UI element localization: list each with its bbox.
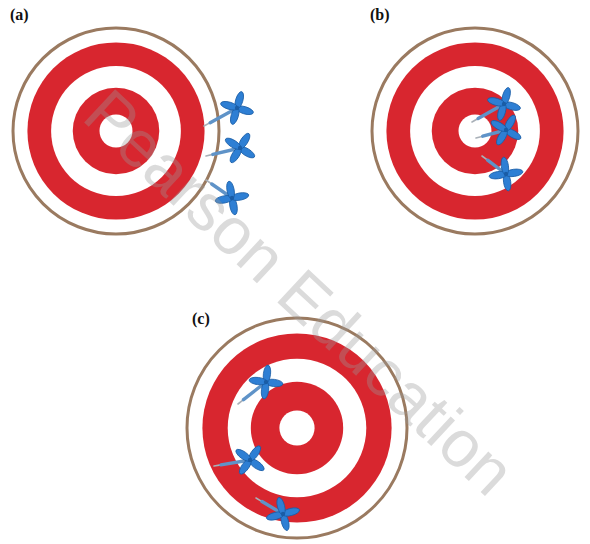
dart-hub bbox=[504, 172, 508, 176]
dart-flight bbox=[249, 376, 268, 385]
dart bbox=[256, 497, 300, 532]
panel-label: (a) bbox=[10, 6, 29, 24]
board-ring bbox=[386, 42, 563, 219]
dart bbox=[238, 365, 283, 404]
dart-hub bbox=[504, 128, 508, 132]
dart-hub bbox=[502, 102, 506, 106]
board-ring bbox=[459, 115, 492, 148]
dart-hub bbox=[235, 106, 239, 110]
dart bbox=[482, 156, 523, 191]
dart bbox=[476, 113, 523, 146]
dart-hub bbox=[264, 380, 268, 384]
dart-flight bbox=[489, 118, 508, 133]
dart-flight bbox=[224, 136, 243, 152]
dartboard bbox=[372, 28, 578, 234]
panel-label: (c) bbox=[192, 310, 210, 328]
board-rim bbox=[372, 28, 578, 234]
dart-hub bbox=[238, 146, 242, 150]
dart-hub bbox=[248, 458, 252, 462]
dart-flight bbox=[500, 87, 512, 106]
dart-flight bbox=[502, 113, 517, 132]
dart-flight bbox=[233, 91, 245, 110]
dart-hub bbox=[281, 512, 285, 516]
dart-flight bbox=[236, 132, 252, 151]
dart-flight bbox=[487, 96, 506, 108]
dart-flight bbox=[500, 157, 510, 176]
dart-flight bbox=[234, 447, 253, 463]
board-ring bbox=[410, 66, 540, 196]
dart-flight bbox=[220, 100, 239, 112]
dart bbox=[204, 91, 254, 126]
panel-label: (b) bbox=[370, 6, 390, 24]
board-ring bbox=[279, 410, 314, 445]
dart-flight bbox=[275, 497, 286, 516]
dart bbox=[214, 444, 266, 476]
dart-flight bbox=[246, 444, 262, 463]
